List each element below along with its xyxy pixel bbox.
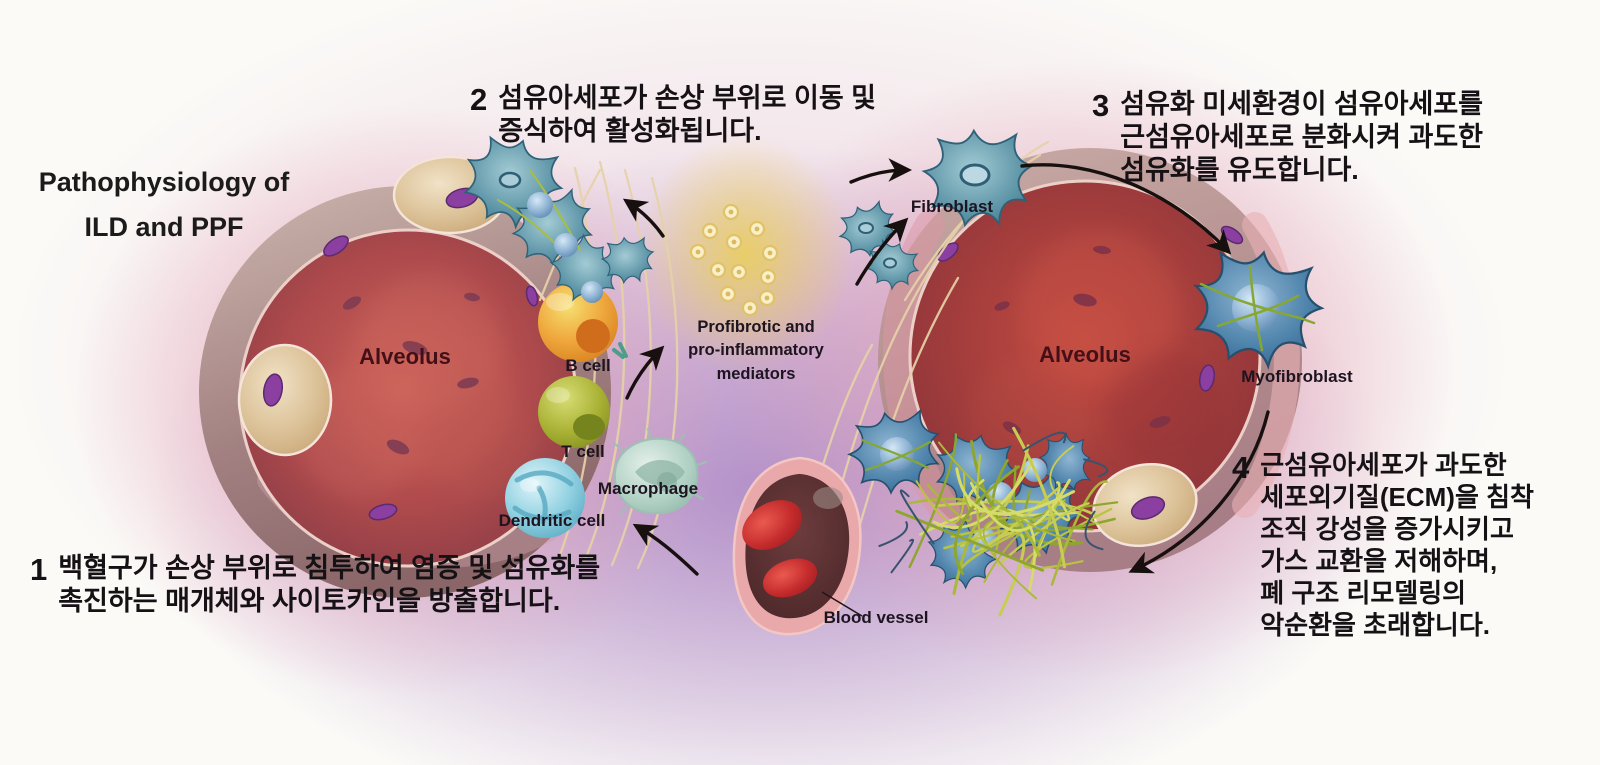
fibroblast-cluster: [454, 127, 659, 316]
dendritic-cell: [505, 458, 585, 538]
migrating-fibroblasts: [831, 124, 1038, 296]
mediator-particles: [689, 203, 779, 317]
macrophage-label: Macrophage: [597, 479, 699, 498]
page-title: Pathophysiology of ILD and PPF: [38, 167, 290, 242]
arrow-step2: [622, 198, 665, 238]
dendritic-cell-label: Dendritic cell: [498, 511, 606, 530]
arrow-to-fibroblast-low: [855, 217, 909, 286]
arrow-to-fibroblast-high: [849, 158, 913, 184]
step-1-text: 백혈구가 손상 부위로 침투하여 염증 및 섬유화를 촉진하는 매개체와 사이토…: [58, 553, 601, 617]
left-alveolus-wall-nuclei: [323, 235, 539, 521]
blood-vessel: [732, 456, 863, 636]
ecm-fiber-mesh: [878, 426, 1119, 617]
myofibroblast: [1184, 242, 1330, 374]
b-cell-label: B cell: [565, 356, 611, 375]
red-blood-cell: [742, 500, 802, 550]
mediators-label: Profibrotic and pro-inflammatory mediato…: [688, 318, 824, 383]
myofibroblast-label: Myofibroblast: [1241, 367, 1353, 386]
step-2-callout: 2 섬유아세포가 손상 부위로 이동 및 증식하여 활성화됩니다.: [470, 82, 876, 148]
t-cell: [538, 376, 610, 448]
b-cell: [538, 269, 628, 362]
blood-vessel-leader-line: [821, 591, 863, 617]
flow-arrows: [622, 158, 1270, 576]
step-1-callout: 1 백혈구가 손상 부위로 침투하여 염증 및 섬유화를 촉진하는 매개체와 사…: [30, 552, 600, 618]
fibroblast-label: Fibroblast: [910, 197, 994, 216]
step-4-callout: 4 근섬유아세포가 과도한 세포외기질(ECM)을 침착 조직 강성을 증가시키…: [1232, 450, 1534, 642]
right-alveolus-cutaway-cell: [1092, 462, 1198, 548]
step-4-text: 근섬유아세포가 과도한 세포외기질(ECM)을 침착 조직 강성을 증가시키고 …: [1260, 450, 1534, 640]
arrow-step3: [1020, 163, 1232, 255]
step-3-callout: 3 섬유화 미세환경이 섬유아세포를 근섬유아세포로 분화시켜 과도한 섬유화를…: [1092, 88, 1483, 188]
arrow-step1: [632, 523, 699, 576]
t-cell-label: T cell: [561, 442, 605, 461]
blood-vessel-label: Blood vessel: [823, 608, 929, 627]
rim-myofibroblast: [840, 400, 951, 504]
left-alveolus: [199, 155, 611, 598]
arrow-to-mediators: [625, 345, 665, 400]
left-alveolus-inner-nuclei: [342, 292, 480, 455]
step-3-number: 3: [1092, 88, 1110, 123]
step-2-text: 섬유아세포가 손상 부위로 이동 및 증식하여 활성화됩니다.: [498, 83, 877, 147]
alveolus-label-right: Alveolus: [1039, 342, 1131, 367]
step-3-text: 섬유화 미세환경이 섬유아세포를 근섬유아세포로 분화시켜 과도한 섬유화를 유…: [1120, 89, 1484, 186]
alveolus-label-left: Alveolus: [359, 344, 451, 369]
red-blood-cell: [762, 558, 818, 598]
macrophage: [613, 428, 707, 515]
arrow-step4: [1128, 410, 1270, 574]
step-1-number: 1: [30, 552, 48, 587]
step-2-number: 2: [470, 82, 488, 117]
step-4-number: 4: [1232, 450, 1250, 485]
right-alveolus: [878, 148, 1302, 572]
